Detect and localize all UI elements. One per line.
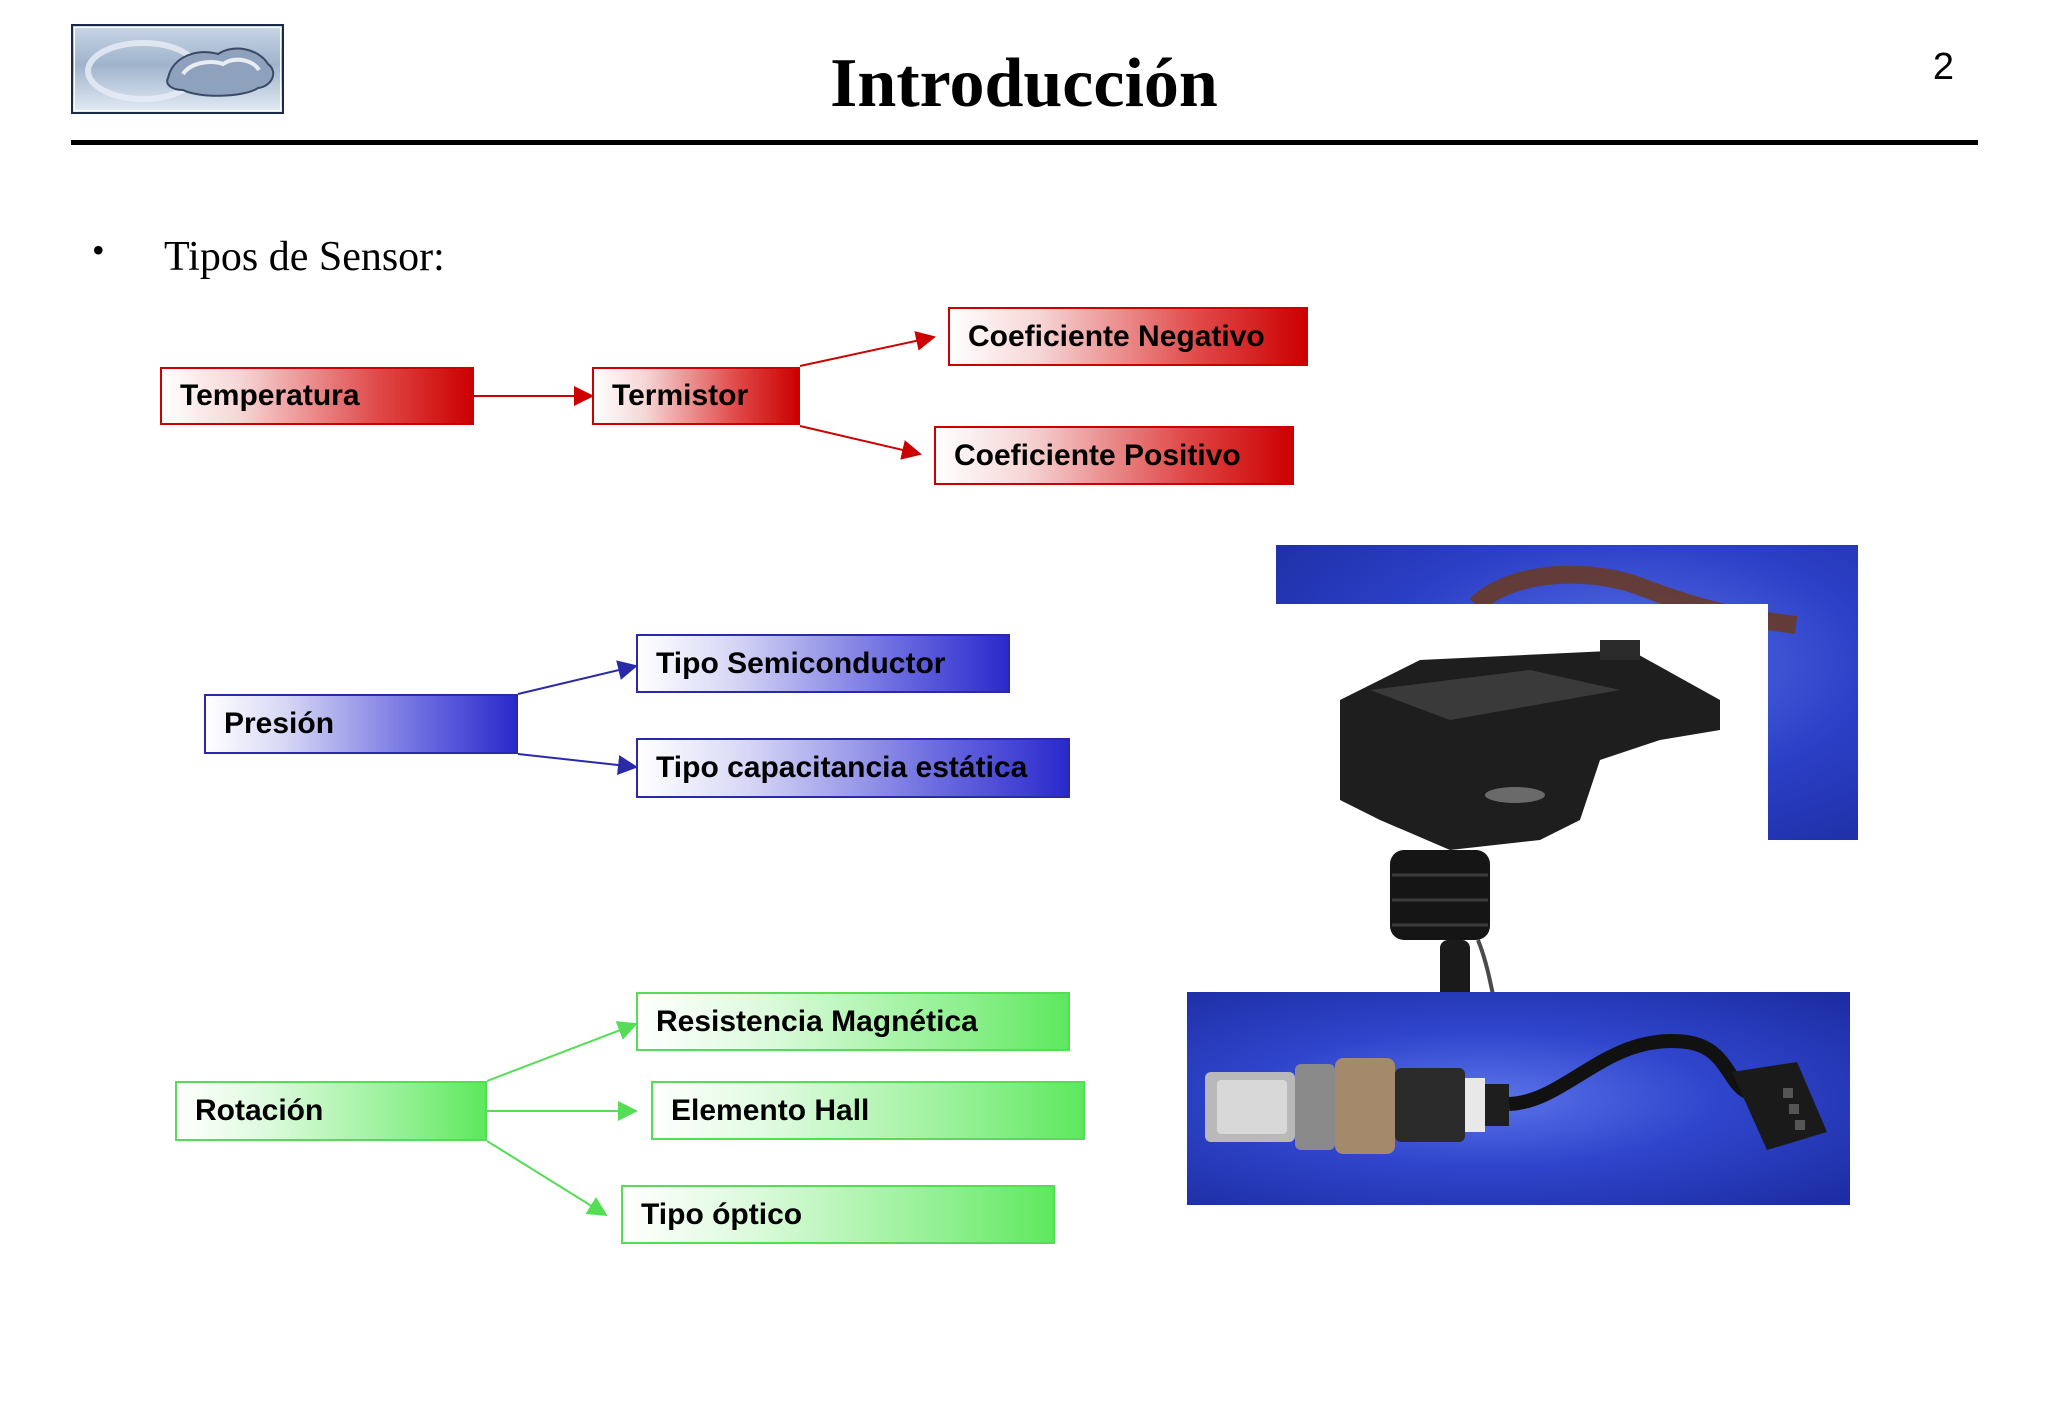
box-elemento-hall-label: Elemento Hall [671, 1094, 869, 1128]
box-presion-label: Presión [224, 707, 334, 741]
arrow-presion-capacitancia [518, 754, 636, 767]
arrow-termistor-positivo [800, 426, 920, 454]
box-rotacion: Rotación [175, 1081, 487, 1141]
arrow-rotacion-magnetica [487, 1024, 636, 1081]
box-tipo-semiconductor-label: Tipo Semiconductor [656, 647, 945, 681]
box-resistencia-magnetica-label: Resistencia Magnética [656, 1005, 978, 1039]
box-temperatura-label: Temperatura [180, 379, 360, 413]
box-coeficiente-negativo-label: Coeficiente Negativo [968, 320, 1265, 354]
box-termistor: Termistor [592, 367, 800, 425]
box-resistencia-magnetica: Resistencia Magnética [636, 992, 1070, 1051]
speed-sensor-image [1187, 992, 1850, 1205]
speed-sensor-photo [1187, 992, 1850, 1205]
box-tipo-optico: Tipo óptico [621, 1185, 1055, 1244]
box-coeficiente-positivo: Coeficiente Positivo [934, 426, 1294, 485]
box-coeficiente-negativo: Coeficiente Negativo [948, 307, 1308, 366]
arrow-termistor-negativo [800, 337, 934, 366]
box-elemento-hall: Elemento Hall [651, 1081, 1085, 1140]
box-tipo-semiconductor: Tipo Semiconductor [636, 634, 1010, 693]
box-coeficiente-positivo-label: Coeficiente Positivo [954, 439, 1241, 473]
box-tipo-capacitancia: Tipo capacitancia estática [636, 738, 1070, 798]
box-tipo-capacitancia-label: Tipo capacitancia estática [656, 751, 1027, 785]
arrow-rotacion-optico [487, 1141, 606, 1215]
box-termistor-label: Termistor [612, 379, 748, 413]
pressure-sensor-image [1300, 620, 1780, 1000]
box-temperatura: Temperatura [160, 367, 474, 425]
box-rotacion-label: Rotación [195, 1094, 323, 1128]
box-tipo-optico-label: Tipo óptico [641, 1198, 802, 1232]
box-presion: Presión [204, 694, 518, 754]
arrow-presion-semiconductor [518, 666, 636, 694]
